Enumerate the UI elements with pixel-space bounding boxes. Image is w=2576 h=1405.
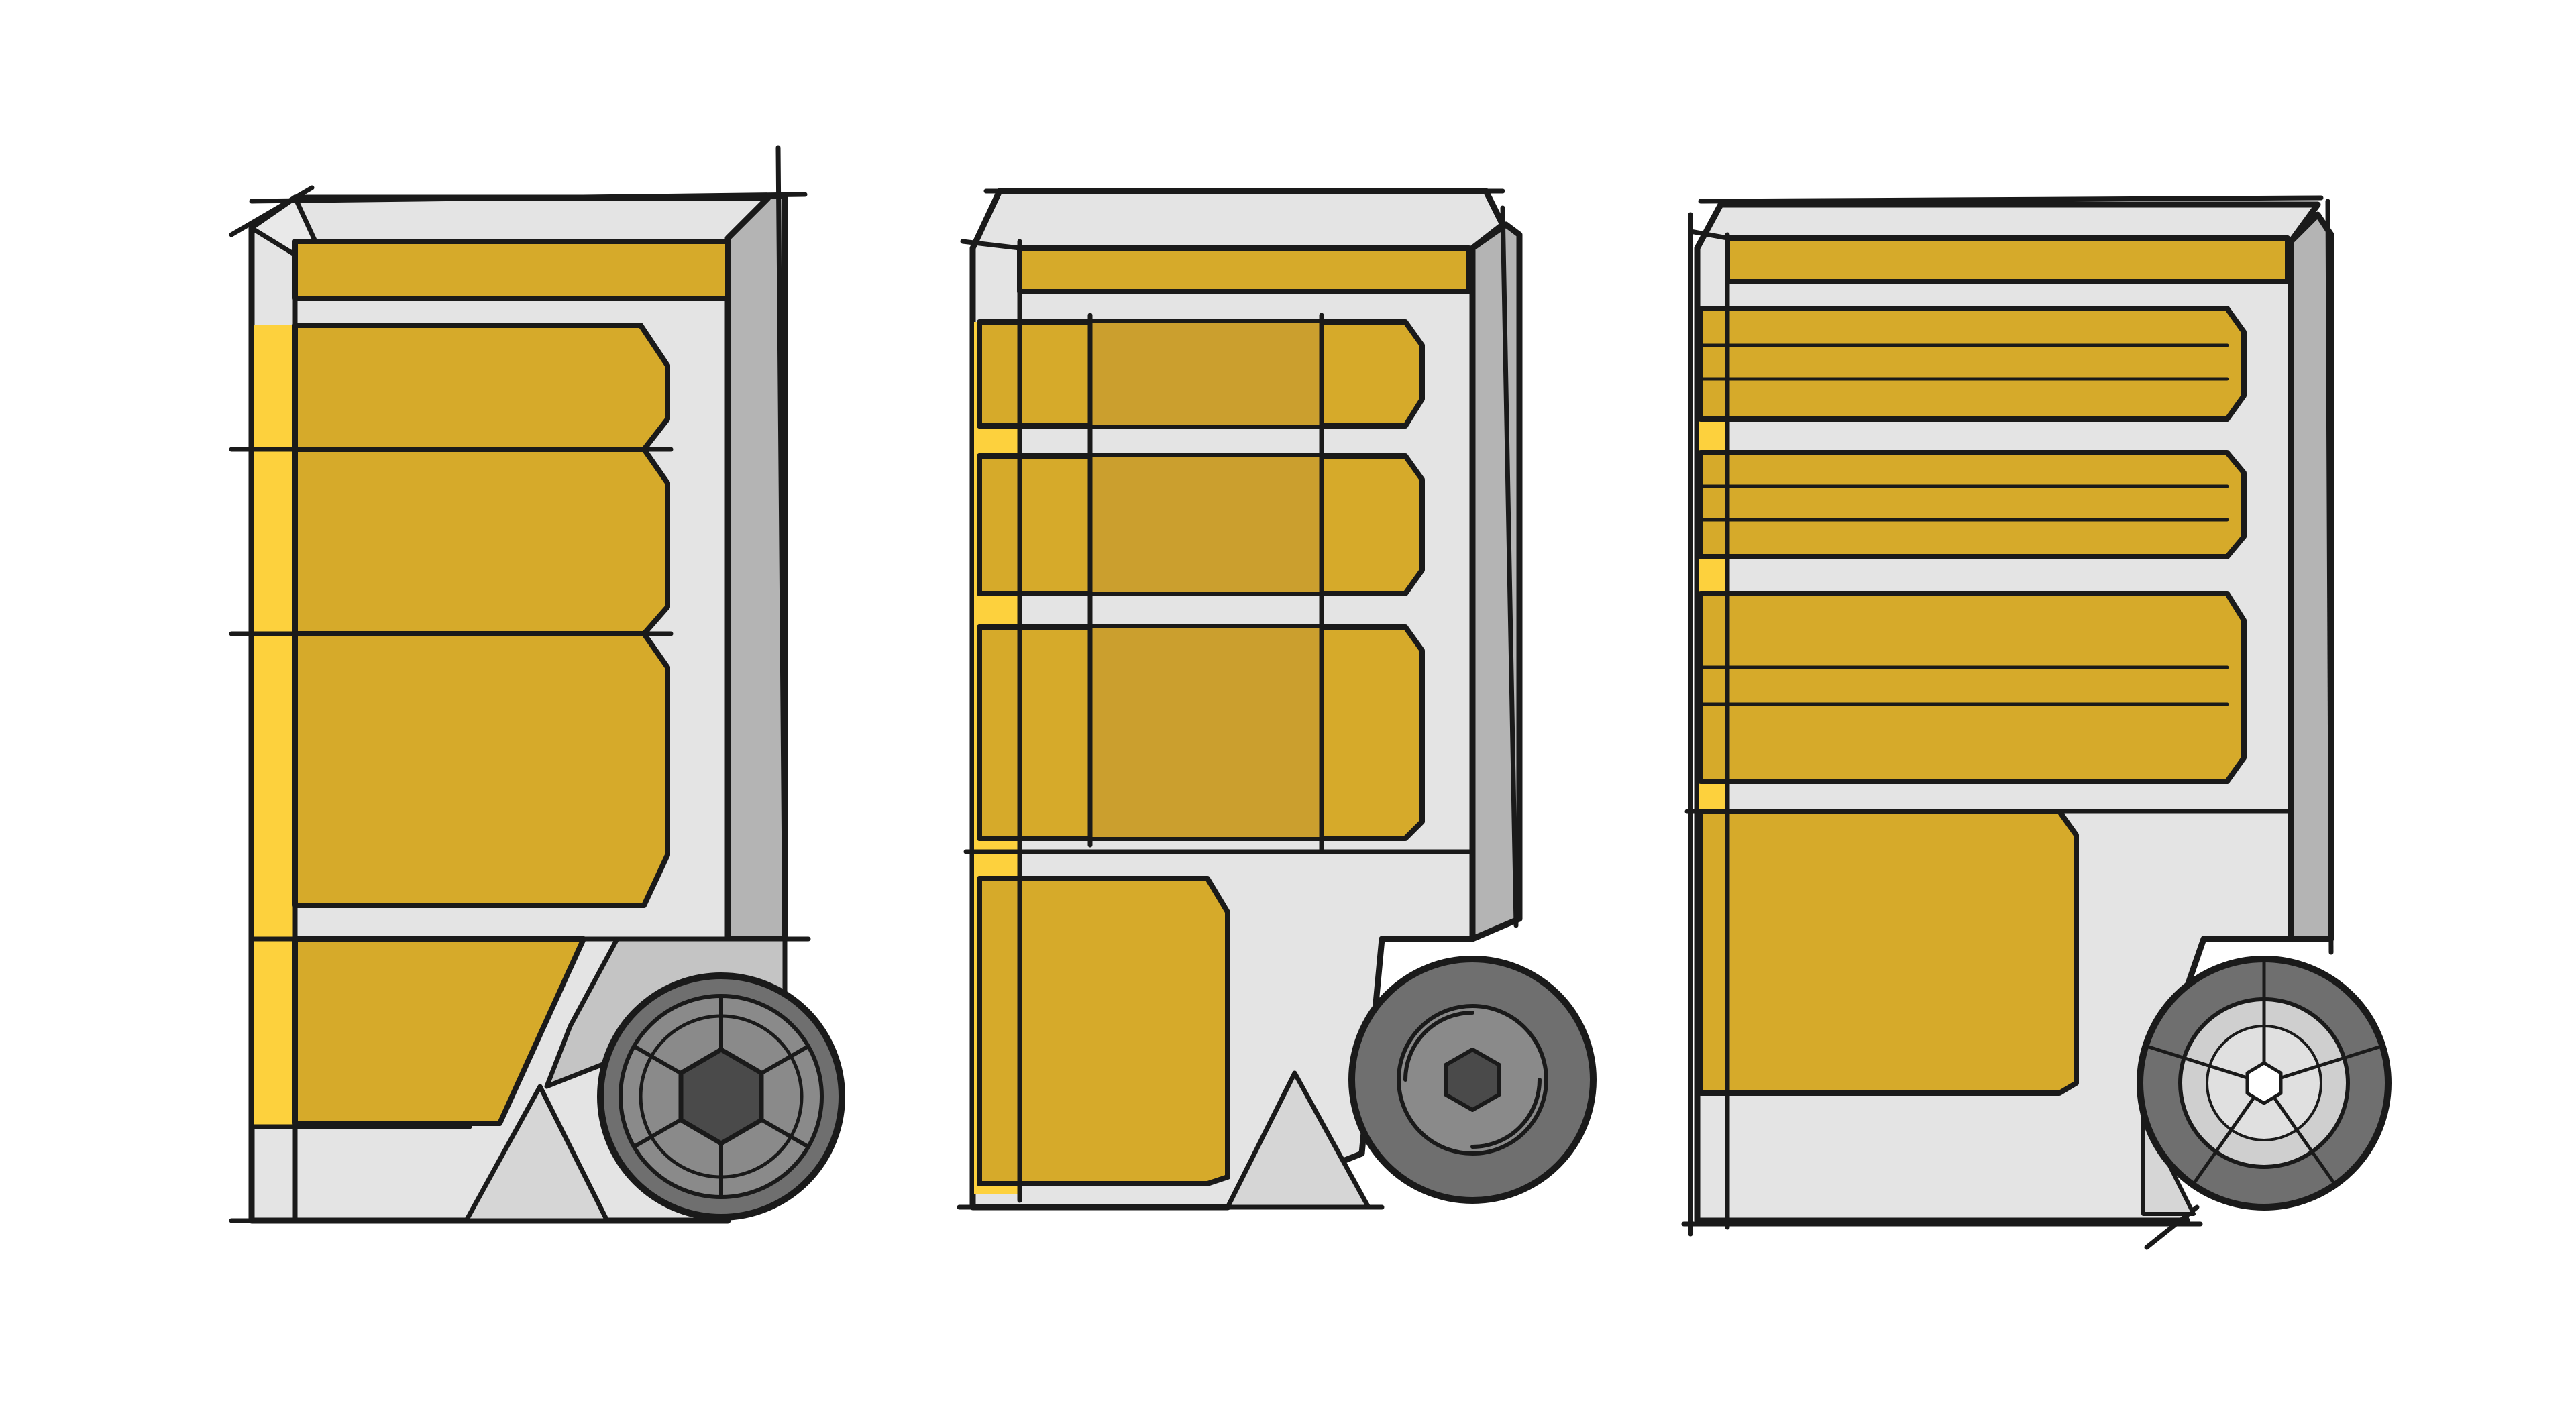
wheel	[1348, 956, 1597, 1204]
drawer-2	[292, 447, 670, 636]
side-panel	[724, 192, 788, 942]
hub	[678, 1047, 764, 1146]
drawer-1	[292, 323, 670, 452]
hub	[1444, 1048, 1501, 1112]
drawer-2	[977, 453, 1425, 596]
cart-sketch-3	[1681, 195, 2392, 1250]
drawer-3	[977, 624, 1425, 841]
hub	[2245, 1061, 2283, 1105]
side-panel	[2288, 211, 2334, 942]
drawer-top	[292, 239, 731, 301]
drawer-1	[977, 319, 1425, 429]
wheel	[2137, 956, 2392, 1211]
cart-sketch-1	[229, 145, 845, 1224]
construction-lines	[1681, 195, 2334, 1250]
wheel-wedge	[1225, 1070, 1371, 1210]
drawer-2	[1698, 450, 2247, 559]
drawer-3	[1698, 591, 2247, 784]
drawer-top	[1725, 235, 2290, 284]
wheel	[597, 972, 845, 1221]
drawer-1	[1698, 306, 2247, 422]
construction-lines	[957, 188, 1519, 1210]
wheel-wedge	[464, 1084, 610, 1223]
cart-sketch-2	[957, 188, 1597, 1211]
drawer-4	[1698, 809, 2079, 1096]
drawer-3	[292, 631, 670, 908]
drawer-4	[977, 876, 1230, 1186]
edge-strip	[254, 325, 297, 1127]
drawer-top	[1017, 245, 1472, 294]
